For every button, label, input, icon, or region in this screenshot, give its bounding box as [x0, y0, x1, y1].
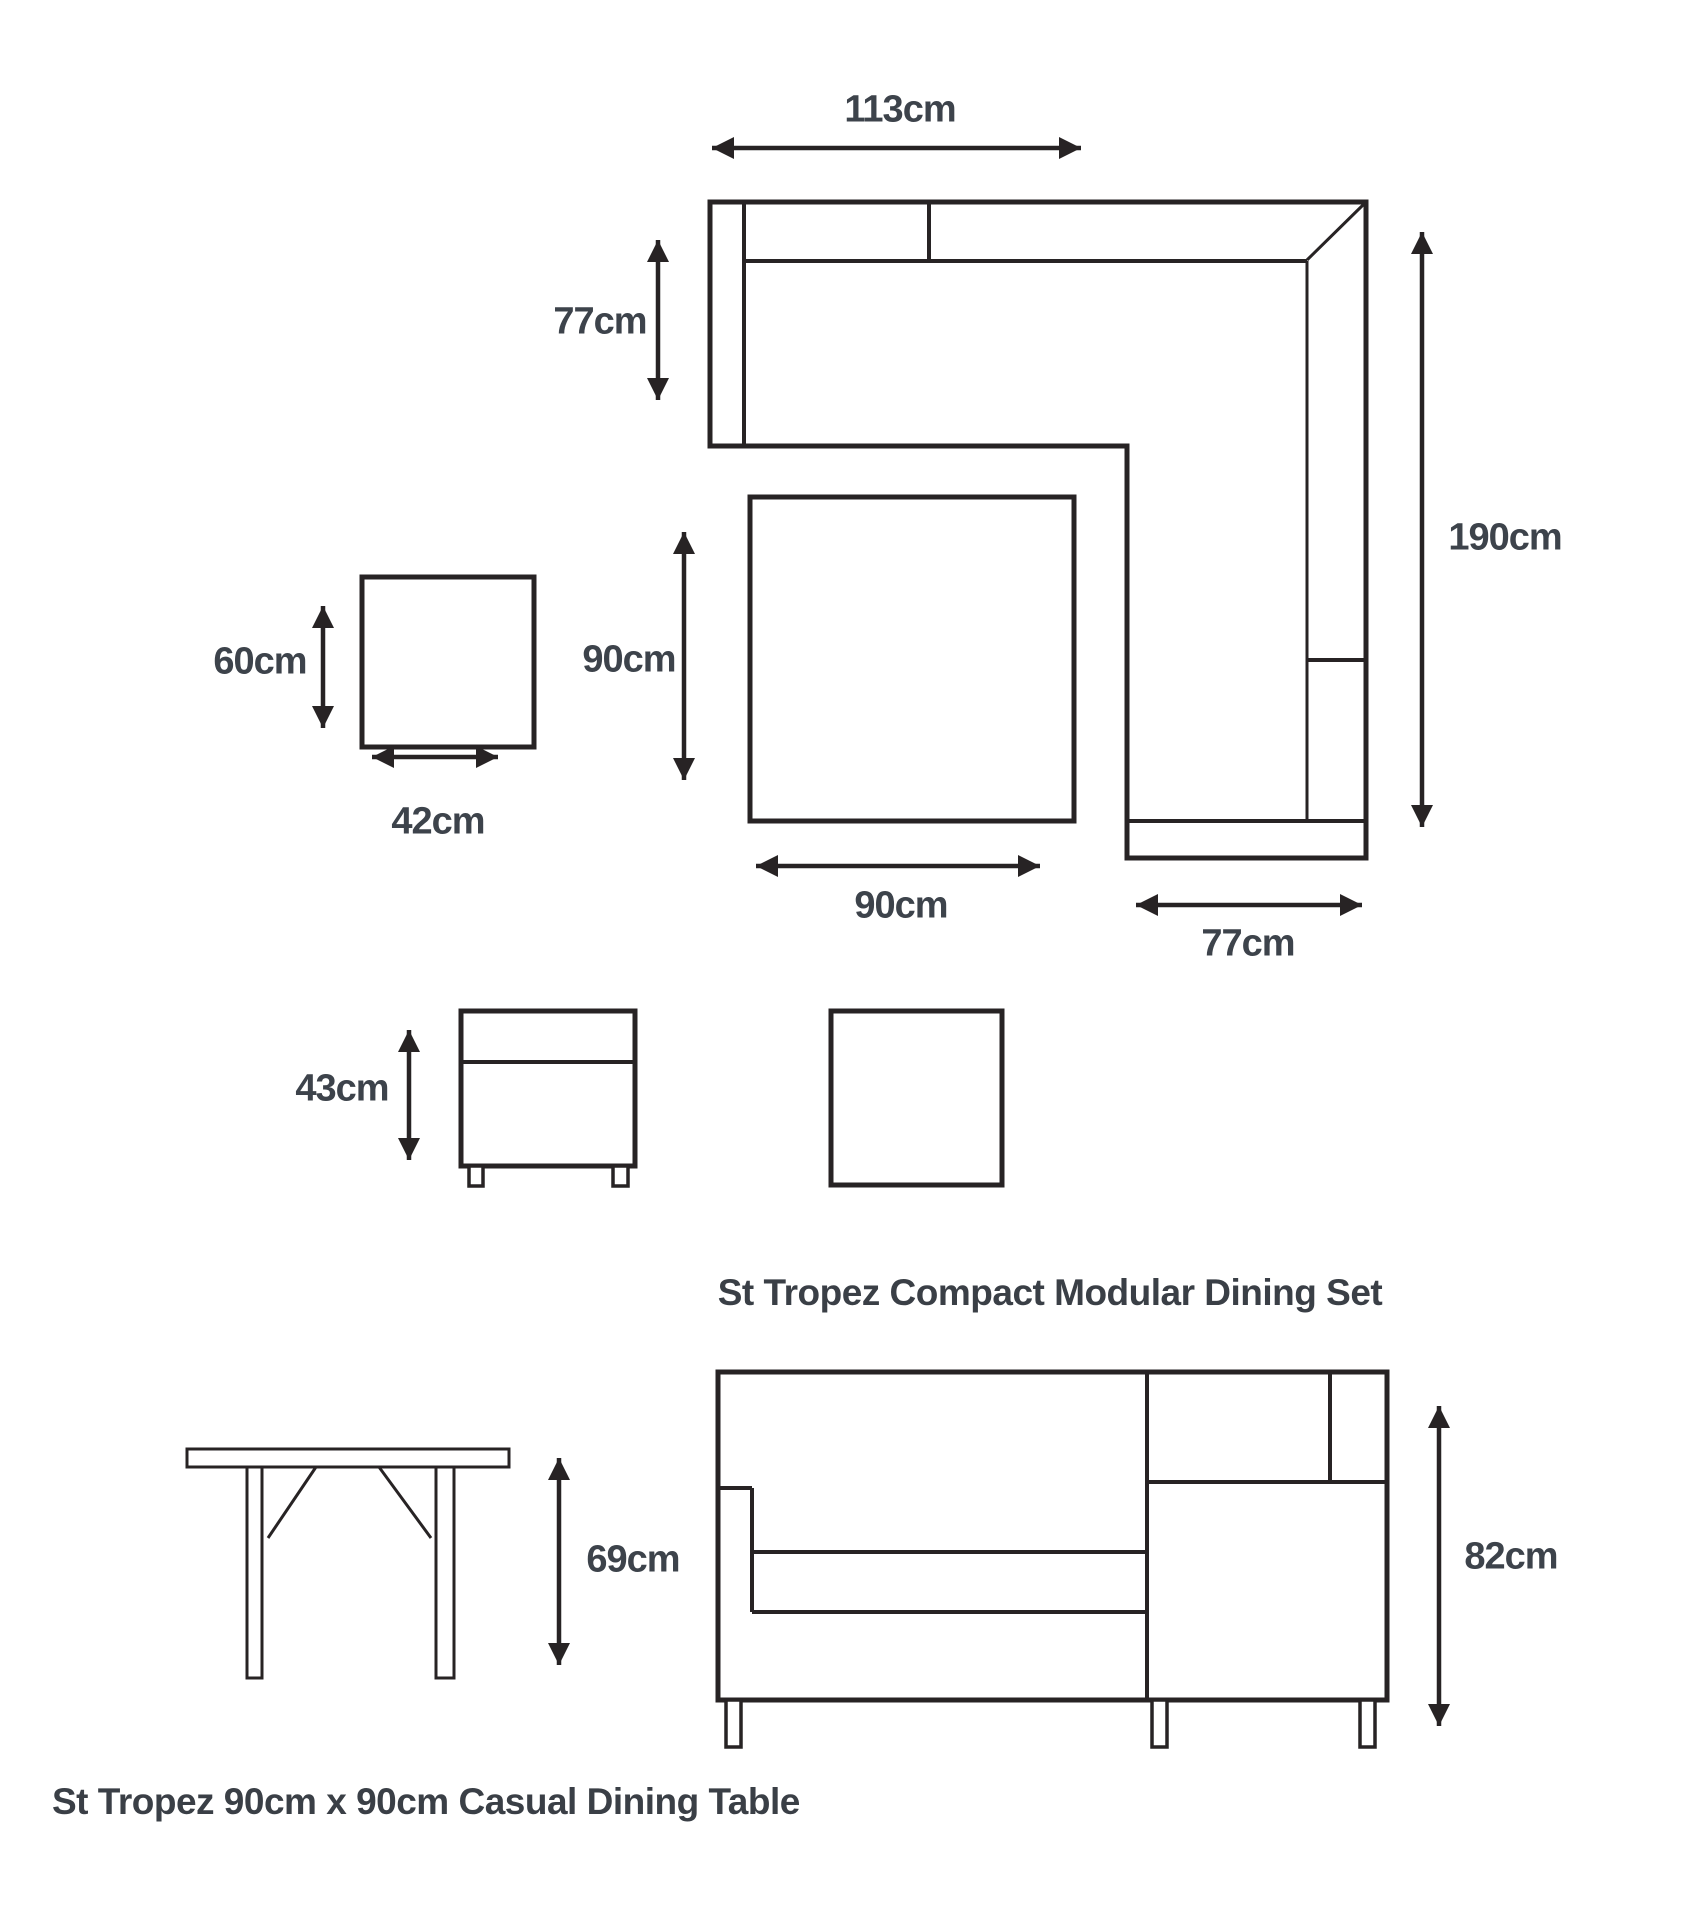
- modular-corner-sofa-plan: [707, 199, 1369, 861]
- bench-front-view: [458, 1008, 638, 1188]
- caption-casual-dining-table: St Tropez 90cm x 90cm Casual Dining Tabl…: [52, 1781, 800, 1822]
- dining-table-plan: [747, 494, 1077, 824]
- dim-label-casual-table-height: 69cm: [586, 1538, 680, 1581]
- side-table-plan: [359, 574, 537, 750]
- dim-label-sofa-width-top: 113cm: [844, 88, 956, 131]
- sofa-front-view: [715, 1369, 1390, 1749]
- dim-label-sofa-depth-left: 77cm: [553, 300, 647, 343]
- dim-label-table-width: 90cm: [854, 884, 948, 927]
- dim-label-table-depth: 90cm: [582, 638, 676, 681]
- seat-cushion-plan: [828, 1008, 1005, 1188]
- dim-label-sofa-length-right: 190cm: [1448, 516, 1562, 559]
- dim-label-bench-height: 43cm: [295, 1067, 389, 1110]
- casual-table-front-view: [185, 1447, 511, 1680]
- dim-label-sofa-depth-bottom: 77cm: [1201, 922, 1295, 965]
- dim-label-side-table-height: 60cm: [213, 640, 307, 683]
- dimension-arrows: [312, 137, 1450, 1726]
- caption-modular-dining-set: St Tropez Compact Modular Dining Set: [717, 1272, 1383, 1313]
- dim-label-casual-sofa-height: 82cm: [1464, 1535, 1558, 1578]
- dim-label-side-table-width: 42cm: [391, 800, 485, 843]
